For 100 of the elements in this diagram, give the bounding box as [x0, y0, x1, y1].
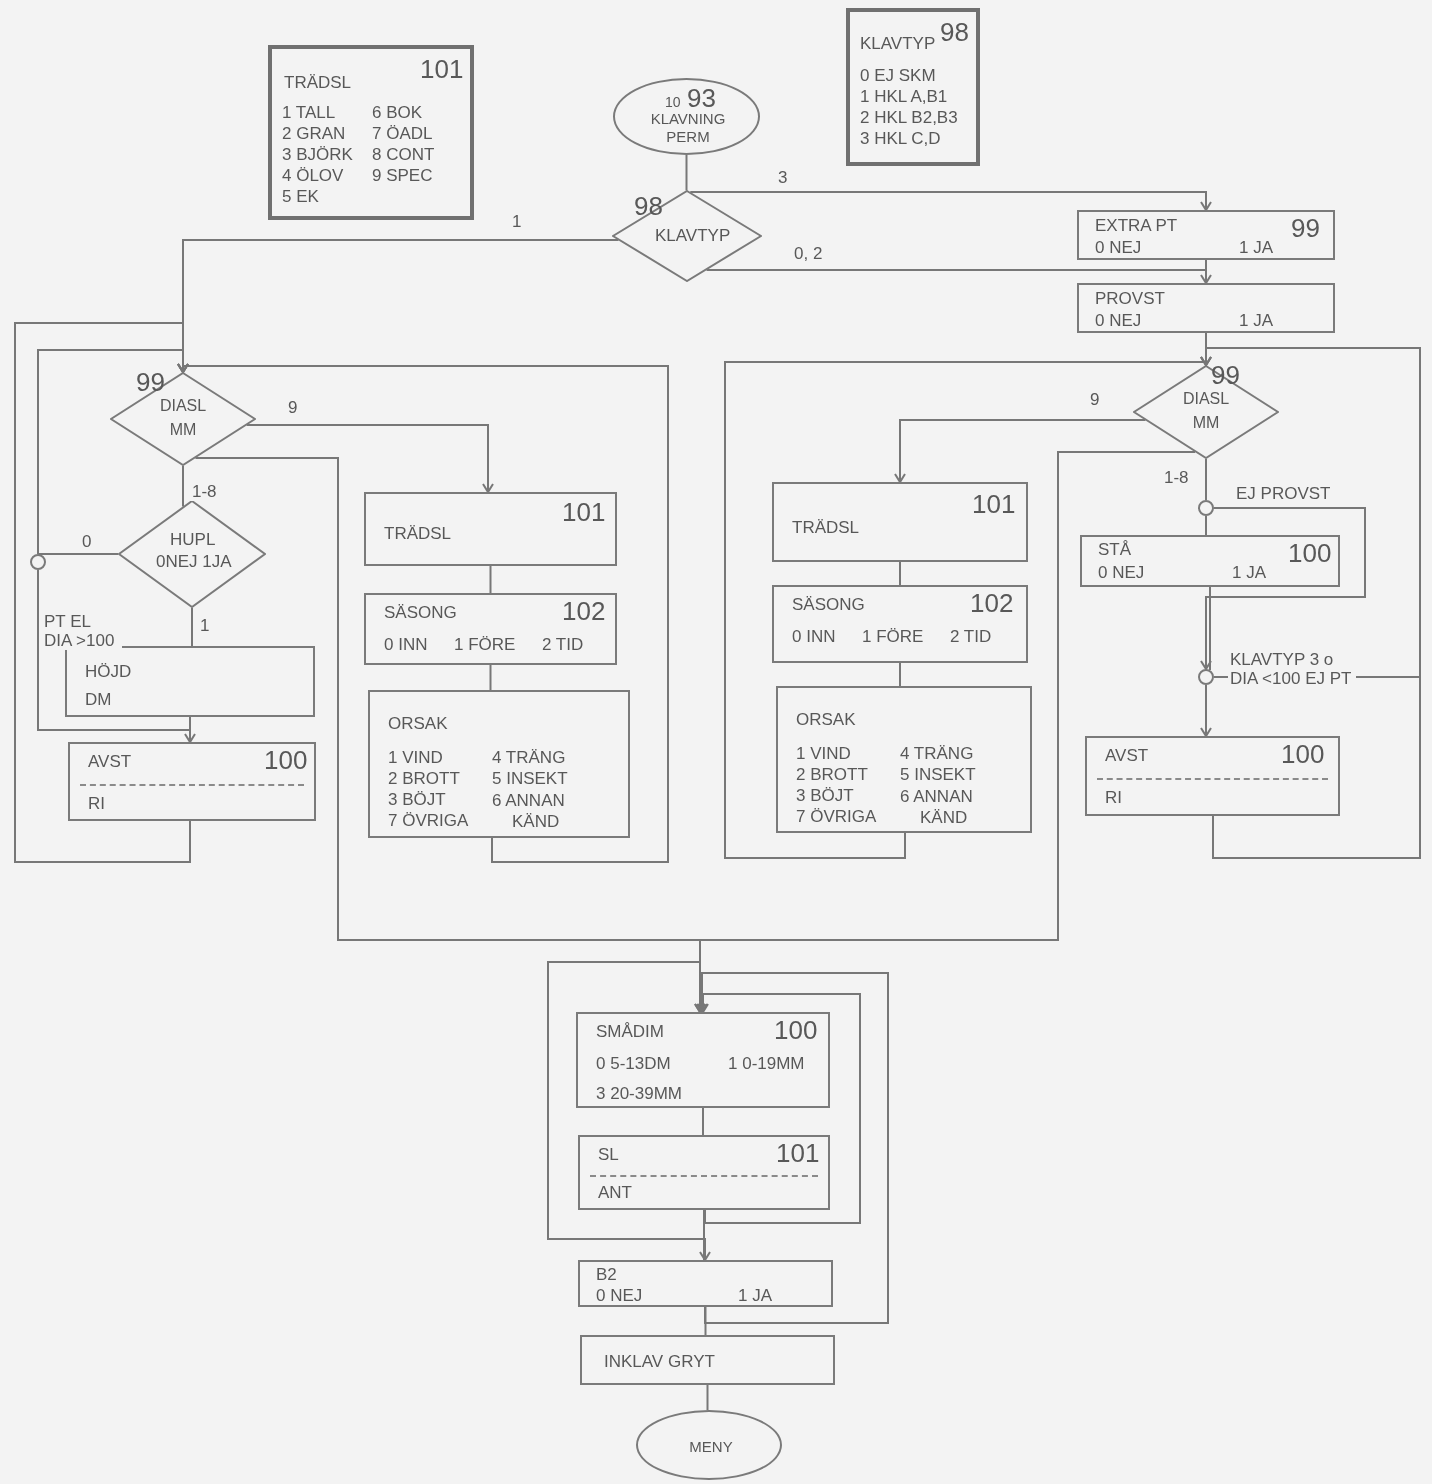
connector-line — [1200, 347, 1421, 859]
connector-line — [489, 565, 492, 594]
process-box — [364, 492, 617, 566]
node-text: KLAVTYP — [655, 226, 731, 246]
option-text: 3 BÖJT — [388, 790, 446, 810]
process-box — [772, 585, 1028, 663]
option-text: 7 ÖVRIGA — [796, 807, 877, 827]
process-box — [578, 1135, 830, 1210]
process-box — [576, 1012, 830, 1108]
node-text: DIASL MM — [1181, 389, 1231, 433]
node-text: KLAVNING PERM — [649, 110, 727, 146]
node-text: ANT — [598, 1183, 632, 1203]
connector-line — [37, 569, 196, 743]
option-text: 3 BJÖRK — [282, 145, 353, 165]
option-text: 4 TRÄNG — [492, 748, 566, 768]
step-number: 102 — [562, 597, 606, 625]
connector-line — [704, 1306, 707, 1336]
edge-label: PT EL DIA >100 — [42, 612, 122, 650]
option-text: 6 ANNAN KÄND — [900, 786, 974, 828]
connector-line — [1205, 515, 1207, 536]
step-number: 102 — [970, 589, 1014, 617]
step-number: 101 — [420, 55, 464, 83]
node-text: HÖJD — [85, 662, 132, 682]
step-number: 100 — [1288, 539, 1332, 567]
code-table-box — [846, 8, 980, 166]
process-box — [1077, 283, 1335, 333]
step-number: 99 — [1291, 214, 1320, 242]
node-text: 1 0-19MM — [728, 1054, 805, 1074]
node-text: KLAVTYP — [860, 34, 936, 54]
option-text: 8 CONT — [372, 145, 435, 165]
connector-line — [697, 993, 861, 1224]
connector-line — [245, 424, 494, 493]
node-text: TRÄDSL — [384, 524, 452, 544]
step-number: 101 — [972, 490, 1016, 518]
code-table-box — [268, 45, 474, 220]
option-text: 0 EJ SKM — [860, 66, 936, 86]
node-text: 2 TID — [542, 635, 584, 655]
step-number: 101 — [776, 1139, 820, 1167]
option-text: 1 TALL — [282, 103, 336, 123]
node-text: 0 INN — [384, 635, 428, 655]
connector-line — [1209, 586, 1211, 672]
node-text: 0 NEJ — [1095, 311, 1142, 331]
node-text: 0 NEJ — [596, 1286, 643, 1306]
node-text: 0NEJ 1JA — [156, 552, 232, 572]
step-number: 99 — [136, 368, 165, 396]
option-text: 1 VIND — [796, 744, 851, 764]
node-text: TRÄDSL — [284, 73, 352, 93]
option-text: 3 BÖJT — [796, 786, 854, 806]
process-box — [578, 1260, 833, 1307]
node-text: STÅ — [1098, 540, 1132, 560]
node-text: DM — [85, 690, 112, 710]
node-text: B2 — [596, 1265, 617, 1285]
option-text: 2 BROTT — [796, 765, 868, 785]
node-text: 1 JA — [1239, 238, 1274, 258]
process-box — [580, 1335, 835, 1385]
node-text: SMÅDIM — [596, 1022, 664, 1042]
decision-diamond — [118, 500, 266, 608]
process-box — [776, 686, 1032, 833]
connector-line — [696, 972, 889, 1324]
node-text: 0 INN — [792, 627, 836, 647]
process-box — [364, 593, 617, 665]
node-text: DIASL MM — [158, 396, 208, 440]
node-text: 1 JA — [1239, 311, 1274, 331]
connector-line — [1205, 458, 1207, 501]
connector-line — [182, 465, 184, 508]
option-text: 2 BROTT — [388, 769, 460, 789]
process-box — [368, 690, 630, 838]
node-text: 2 TID — [950, 627, 992, 647]
option-text: 6 ANNAN KÄND — [492, 790, 566, 832]
connector-line — [899, 561, 901, 586]
node-text: 10 — [665, 94, 681, 110]
connector-line — [1200, 684, 1212, 737]
node-text: AVST — [88, 752, 132, 772]
connector-line — [37, 553, 119, 555]
connector-line — [706, 1384, 709, 1411]
node-text: ORSAK — [796, 710, 856, 730]
node-text: ORSAK — [388, 714, 448, 734]
option-text: 7 ÖVRIGA — [388, 811, 469, 831]
process-box — [65, 646, 315, 717]
node-text: MENY — [688, 1438, 734, 1456]
node-text: PROVST — [1095, 289, 1165, 309]
node-text: SÄSONG — [384, 603, 457, 623]
process-box — [1080, 535, 1340, 587]
node-text: SL — [598, 1145, 619, 1165]
decision-diamond — [110, 372, 256, 466]
option-text: 1 VIND — [388, 748, 443, 768]
connector-line — [899, 662, 901, 687]
node-text: 1 JA — [738, 1286, 773, 1306]
connector-line — [894, 419, 1147, 483]
connector-line — [547, 961, 711, 1261]
option-text: 3 HKL C,D — [860, 129, 941, 149]
step-number: 93 — [687, 84, 716, 112]
step-number: 100 — [1281, 740, 1325, 768]
connector-line — [1205, 259, 1207, 284]
option-text: 5 EK — [282, 187, 319, 207]
node-text: 1 JA — [1232, 563, 1267, 583]
step-number: 100 — [774, 1016, 818, 1044]
connector-line — [694, 451, 1197, 1013]
option-text: 1 HKL A,B1 — [860, 87, 948, 107]
decision-diamond — [612, 190, 762, 282]
